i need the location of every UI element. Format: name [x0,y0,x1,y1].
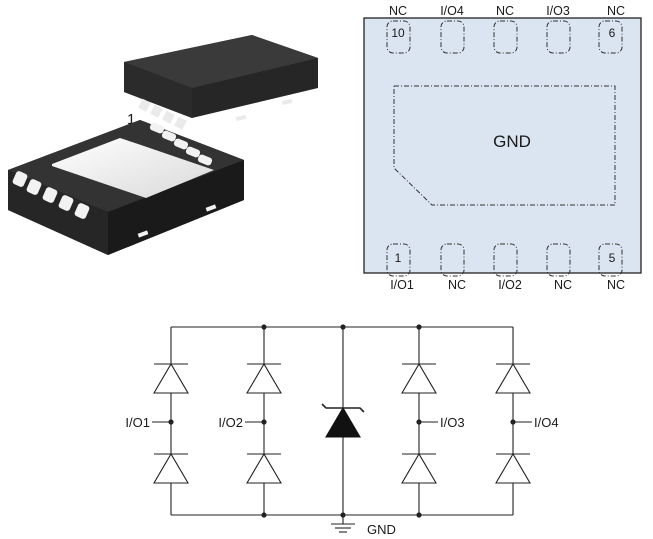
diode-lower-3 [401,452,437,484]
junction-dot [416,324,422,330]
diode-upper-2 [246,362,282,394]
pad-7 [546,20,571,54]
io2-label: I/O2 [218,415,243,430]
diode-upper-1 [153,362,189,394]
top-pin-label-2: I/O4 [440,4,464,18]
junction-dot [340,324,346,330]
io4-label: I/O4 [534,415,559,430]
ground-symbol [331,515,355,533]
io1-label: I/O1 [125,415,150,430]
bottom-pin-label-4: NC [554,278,572,292]
junction-dot [416,419,422,425]
bottom-pin-label-1: I/O1 [390,278,414,292]
pinout-diagram: NC I/O4 NC I/O3 NC 10 6 1 5 GND I/ [363,4,642,292]
pad-3 [493,243,518,277]
package-front-chip [8,120,244,255]
package-3d-top-view: 1 [8,35,318,255]
diode-lower-4 [495,452,531,484]
pinout-package-body [363,17,642,274]
bottom-pin-label-5: NC [607,278,625,292]
top-pin-label-4: I/O3 [546,4,570,18]
gnd-pad-label: GND [493,132,531,151]
pad-10 [386,20,411,54]
pin-number-1: 1 [395,251,402,265]
pad-5 [598,243,623,277]
pad-6 [598,20,623,54]
junction-dot [261,324,267,330]
top-pin-label-5: NC [607,4,625,18]
pin-number-6: 6 [609,26,616,40]
diode-lower-2 [246,452,282,484]
schematic [152,324,532,533]
pad-1 [386,243,411,277]
diode-upper-3 [401,362,437,394]
diode-upper-4 [495,362,531,394]
junction-dot [261,512,267,518]
top-pin-label-1: NC [389,4,407,18]
io3-label: I/O3 [440,415,465,430]
pad-8 [493,20,518,54]
bottom-pin-label-2: NC [448,278,466,292]
junction-dot [416,512,422,518]
diode-lower-1 [153,452,189,484]
pad-9 [440,20,465,54]
junction-dot [261,419,267,425]
gnd-label: GND [367,522,396,537]
pin-number-5: 5 [609,251,616,265]
junction-dot [510,419,516,425]
gnd-exposed-pad [393,85,616,206]
package-back-chip [124,35,318,151]
pad-4 [546,243,571,277]
top-pin-label-3: NC [496,4,514,18]
pin-number-10: 10 [391,26,405,40]
zener-diode [321,403,365,438]
pad-2 [440,243,465,277]
pin1-marker: 1 [127,111,135,128]
junction-dot [168,419,174,425]
bottom-pin-label-3: I/O2 [498,278,522,292]
